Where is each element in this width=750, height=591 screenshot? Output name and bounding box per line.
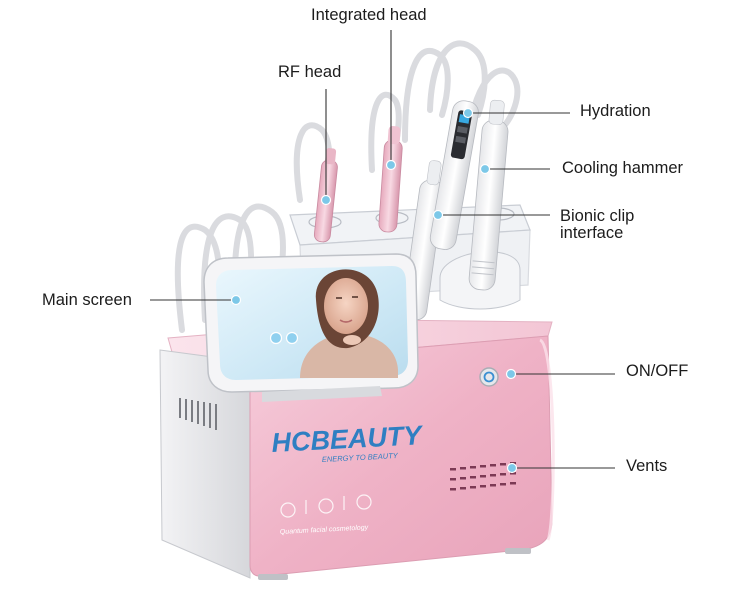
label-bionic-line2: interface bbox=[560, 224, 624, 243]
label-rf-head: RF head bbox=[278, 63, 342, 81]
main-screen bbox=[203, 253, 419, 402]
label-cooling-hammer: Cooling hammer bbox=[562, 159, 684, 177]
screen-button-icon bbox=[285, 331, 299, 345]
label-hydration: Hydration bbox=[580, 102, 651, 120]
label-bionic-line1: Bionic clip bbox=[560, 207, 635, 225]
marker-dots bbox=[230, 107, 518, 474]
label-on-off: ON/OFF bbox=[626, 362, 689, 380]
label-main-screen: Main screen bbox=[42, 291, 132, 309]
label-bionic-clip-interface: Bionic clip interface bbox=[560, 207, 635, 243]
front-vents bbox=[450, 462, 516, 491]
screen-button-icon bbox=[269, 331, 283, 345]
label-vents: Vents bbox=[626, 457, 668, 475]
cooling-hammer-handpiece bbox=[468, 99, 509, 291]
front-icon-row bbox=[280, 494, 372, 518]
brand-tagline: ENERGY TO BEAUTY bbox=[322, 451, 399, 464]
power-button[interactable] bbox=[479, 367, 499, 387]
brand-subtitle: Quantum facial cosmetology bbox=[280, 524, 369, 536]
screen-portrait-image bbox=[300, 269, 398, 378]
leader-lines bbox=[150, 30, 615, 469]
label-integrated-head: Integrated head bbox=[311, 6, 427, 24]
